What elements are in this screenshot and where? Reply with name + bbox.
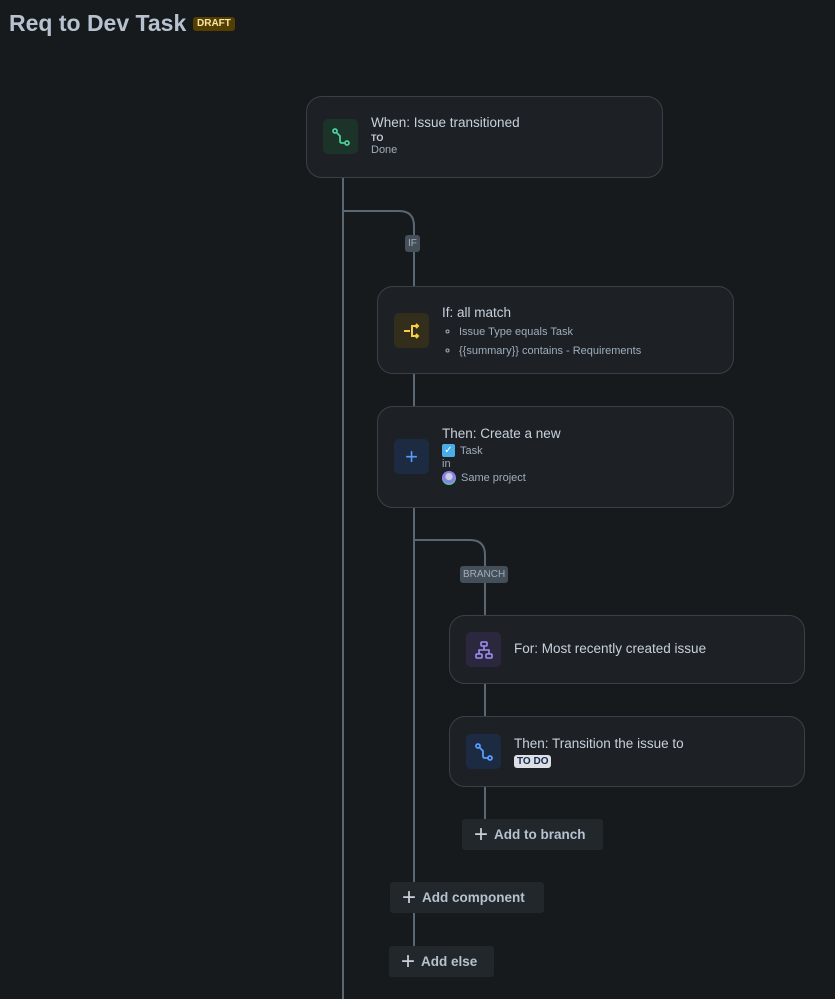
plus-icon: + <box>401 947 416 975</box>
project-name: Same project <box>461 472 526 484</box>
issue-type: Task <box>460 444 483 457</box>
hierarchy-icon <box>466 632 501 667</box>
for-each-title: For: Most recently created issue <box>514 641 707 656</box>
branch-label: BRANCH <box>460 566 509 583</box>
plus-icon: + <box>394 439 429 474</box>
transition-icon <box>323 119 358 154</box>
add-else-label: Add else <box>421 954 478 969</box>
transition-title: Then: Transition the issue to <box>514 736 684 751</box>
condition-title: If: all match <box>442 305 512 320</box>
trigger-to-value: Done <box>371 144 398 156</box>
add-to-branch-button[interactable]: + Add to branch <box>462 819 603 850</box>
status-badge: DRAFT <box>193 17 235 31</box>
in-label: in <box>442 458 451 470</box>
trigger-card[interactable]: When: Issue transitioned TO Done <box>306 96 663 178</box>
page-title: Req to Dev Task <box>9 10 187 36</box>
add-component-label: Add component <box>422 890 525 905</box>
condition-branch-icon <box>394 313 429 348</box>
project-avatar-icon <box>442 471 456 485</box>
condition-card[interactable]: If: all match Issue Type equals Task {{s… <box>377 286 734 374</box>
condition-list: Issue Type equals Task {{summary}} conta… <box>442 323 641 361</box>
for-each-card[interactable]: For: Most recently created issue <box>449 615 805 684</box>
create-title: Then: Create a new <box>442 426 561 441</box>
condition-item: Issue Type equals Task <box>459 323 641 342</box>
transition-card[interactable]: Then: Transition the issue to TO DO <box>449 716 805 787</box>
plus-icon: + <box>474 820 489 848</box>
plus-icon: + <box>402 883 417 911</box>
trigger-title: When: Issue transitioned <box>371 115 520 130</box>
task-checkbox-icon: ✓ <box>442 444 455 457</box>
add-component-button[interactable]: + Add component <box>390 882 544 913</box>
add-to-branch-label: Add to branch <box>494 827 586 842</box>
transition-icon <box>466 734 501 769</box>
add-else-button[interactable]: + Add else <box>389 946 494 977</box>
trigger-to-label: TO <box>371 133 384 143</box>
if-label: IF <box>405 235 420 252</box>
status-lozenge: TO DO <box>514 755 552 768</box>
condition-item: {{summary}} contains - Requirements <box>459 342 641 361</box>
create-issue-card[interactable]: + Then: Create a new ✓ Task in Same proj… <box>377 406 734 508</box>
